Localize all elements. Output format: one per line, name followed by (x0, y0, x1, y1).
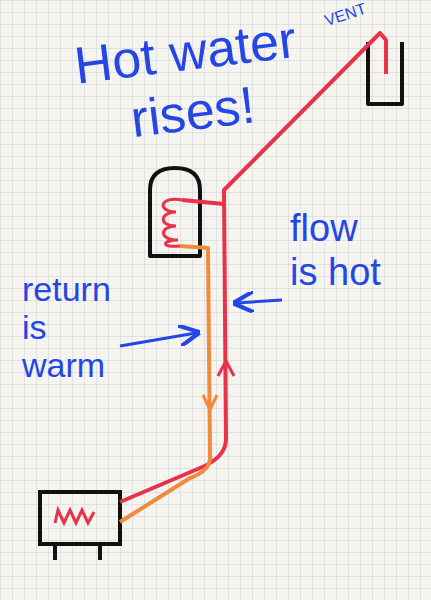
return-pipe (120, 246, 210, 522)
boiler-flame (55, 510, 94, 523)
return-direction-arrow (203, 395, 217, 410)
return-leader-arrow (120, 333, 196, 346)
cylinder-coil (163, 199, 182, 246)
return-note: return is warm (22, 270, 122, 384)
boiler-legs (55, 544, 100, 560)
boiler (40, 492, 120, 544)
coil-flow-connection (182, 200, 224, 204)
flow-leader-arrow (237, 300, 282, 303)
hot-water-cylinder (150, 168, 200, 256)
flow-note: flow is hot (290, 206, 390, 294)
flow-direction-arrow (218, 361, 234, 376)
